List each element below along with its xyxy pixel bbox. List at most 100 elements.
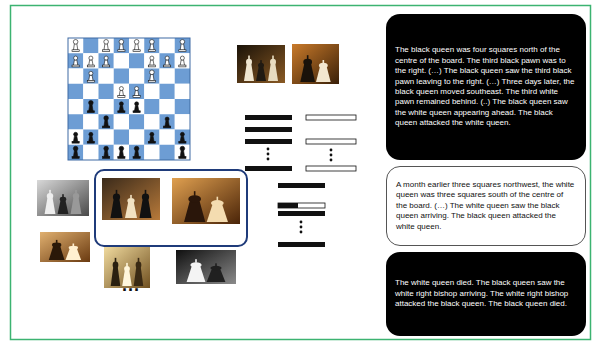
board-square [114, 114, 129, 129]
piece-silhouette [211, 200, 224, 206]
piece-base [72, 157, 79, 159]
piece-base [164, 65, 171, 67]
piece-silhouette [56, 240, 58, 243]
piece-silhouette [126, 263, 128, 266]
piece-silhouette [136, 262, 142, 269]
piece-silhouette [258, 63, 264, 68]
piece-base [72, 65, 79, 67]
piece-silhouette [270, 59, 276, 65]
chess-piece [148, 40, 155, 52]
story-text: A month earlier three squares northwest,… [396, 180, 576, 232]
piece-base [179, 157, 186, 159]
chess-piece [87, 132, 94, 143]
piece-body [119, 150, 123, 157]
black-bar [245, 115, 292, 120]
piece-silhouette [323, 60, 325, 63]
board-square [175, 53, 190, 68]
chess-piece [103, 146, 110, 158]
piece-base [148, 50, 155, 52]
piece-silhouette [110, 198, 122, 218]
board-square [114, 145, 129, 160]
chess-photo [176, 250, 236, 284]
chess-piece [72, 132, 79, 143]
piece-silhouette [184, 200, 205, 222]
piece-silhouette [316, 67, 331, 82]
board-square [160, 53, 175, 68]
piece-body [180, 60, 184, 66]
text-box: The white queen died. The black queen sa… [386, 252, 586, 336]
board-square [99, 38, 114, 53]
piece-base [87, 111, 94, 113]
piece-silhouette [195, 259, 197, 262]
piece-silhouette [52, 243, 61, 248]
chess-piece [133, 40, 140, 52]
piece-base [103, 65, 110, 67]
piece-base [72, 50, 79, 52]
piece-base [179, 141, 186, 143]
photo-ground [40, 232, 90, 262]
board-square [68, 38, 83, 53]
piece-body [180, 136, 184, 142]
piece-silhouette [116, 190, 118, 194]
ellipsis-label: ... [122, 276, 140, 294]
piece-silhouette [145, 190, 147, 194]
piece-base [164, 126, 171, 128]
board-square [144, 53, 159, 68]
piece-silhouette [188, 195, 201, 202]
piece-body [119, 44, 123, 51]
piece-base [148, 141, 155, 143]
chess-piece [164, 117, 171, 128]
board-square [114, 99, 129, 114]
text-box: A month earlier three squares northwest,… [386, 166, 586, 246]
piece-body [134, 44, 138, 51]
story-text: The black queen was four squares north o… [395, 45, 577, 128]
board-square [99, 114, 114, 129]
piece-head [73, 146, 78, 151]
piece-body [73, 136, 77, 142]
white-bar [306, 139, 356, 144]
chess-piece [87, 101, 94, 113]
board-square [68, 130, 83, 145]
piece-head [119, 102, 123, 106]
piece-silhouette [210, 266, 221, 270]
chess-piece [87, 56, 94, 67]
piece-silhouette [215, 263, 217, 266]
board-square [114, 84, 129, 99]
board-square [129, 84, 144, 99]
board-square [83, 38, 98, 53]
piece-silhouette [194, 191, 196, 196]
board-square [160, 69, 175, 84]
board-square [144, 38, 159, 53]
board-square [68, 99, 83, 114]
piece-head [104, 116, 109, 121]
chess-photo [237, 45, 285, 83]
piece-silhouette [260, 60, 262, 63]
piece-base [103, 126, 110, 128]
board-square [175, 145, 190, 160]
piece-body [89, 136, 93, 142]
board-square [175, 99, 190, 114]
board-square [99, 84, 114, 99]
board-square [99, 69, 114, 84]
piece-head [135, 87, 139, 91]
piece-body [119, 90, 123, 96]
piece-silhouette [300, 63, 315, 82]
board-square [68, 69, 83, 84]
board-square [160, 38, 175, 53]
chess-piece [118, 87, 125, 98]
piece-base [118, 111, 125, 113]
board-square [175, 38, 190, 53]
piece-body [89, 105, 93, 112]
piece-base [179, 50, 186, 52]
chess-piece [133, 87, 140, 98]
piece-silhouette [66, 248, 82, 260]
chess-piece [179, 56, 186, 67]
board-square [83, 84, 98, 99]
piece-body [119, 106, 123, 112]
piece-silhouette [207, 204, 228, 222]
piece-head [180, 40, 185, 45]
board-square [83, 114, 98, 129]
piece-body [180, 44, 184, 51]
piece-head [135, 102, 139, 106]
piece-body [104, 150, 108, 157]
